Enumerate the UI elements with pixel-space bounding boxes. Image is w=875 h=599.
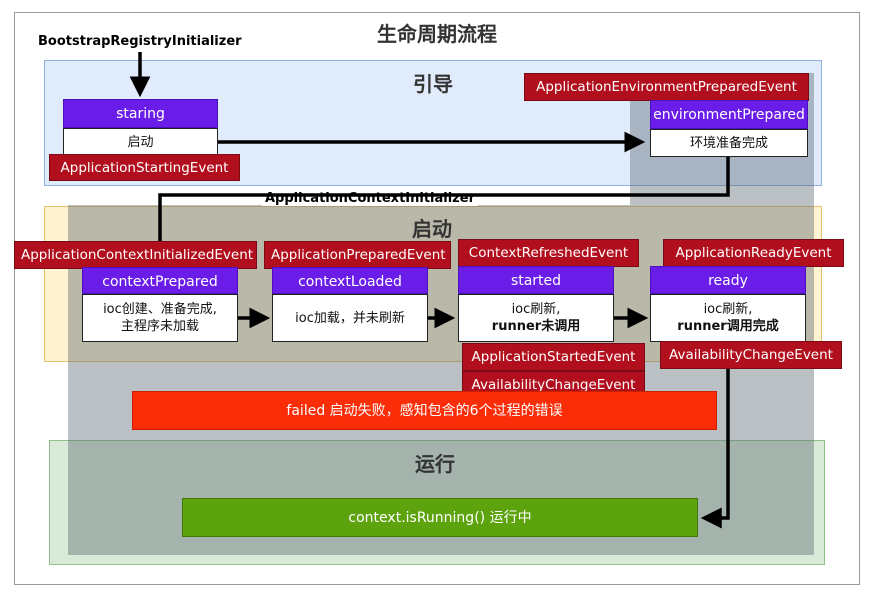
failed-bar: failed 启动失败，感知包含的6个过程的错误: [132, 391, 717, 430]
event-environment-prepared: ApplicationEnvironmentPreparedEvent: [524, 73, 809, 101]
stage-ready-line1: ioc刷新,: [703, 302, 753, 317]
stage-context-loaded-body: ioc加载，并未刷新: [272, 294, 428, 342]
section-title-run: 运行: [415, 452, 455, 476]
stage-environment-body: 环境准备完成: [650, 129, 808, 157]
event-application-starting: ApplicationStartingEvent: [49, 154, 240, 181]
stage-staring-text: 启动: [127, 134, 154, 150]
event-application-ready: ApplicationReadyEvent: [663, 239, 844, 267]
page-title: 生命周期流程: [377, 22, 497, 46]
stage-started-line2: runner未调用: [491, 319, 581, 334]
event-availability-ready: AvailabilityChangeEvent: [660, 341, 842, 369]
section-title-bootstrap: 引导: [413, 72, 453, 96]
stage-staring-header: staring: [63, 99, 218, 128]
bootstrap-initializer-label: BootstrapRegistryInitializer: [38, 34, 242, 49]
stage-context-loaded-text: ioc加载，并未刷新: [295, 310, 405, 326]
event-context-refreshed: ContextRefreshedEvent: [458, 239, 639, 267]
stage-ready-line2: runner调用完成: [677, 319, 779, 334]
stage-started-header: started: [458, 266, 614, 294]
stage-ready-header: ready: [650, 266, 806, 294]
event-application-started: ApplicationStartedEvent: [462, 343, 645, 371]
stage-environment-header: environmentPrepared: [650, 100, 808, 129]
stage-context-loaded-header: contextLoaded: [272, 267, 428, 294]
connector-environment-to-context: [158, 155, 730, 248]
stage-started-line1: ioc刷新,: [511, 302, 561, 317]
stage-context-prepared-header: contextPrepared: [82, 267, 238, 294]
event-context-initialized: ApplicationContextInitializedEvent: [14, 241, 257, 269]
event-application-prepared: ApplicationPreparedEvent: [264, 241, 451, 269]
section-title-startup: 启动: [412, 217, 452, 241]
stage-context-prepared-line2: 主程序未加载: [120, 319, 199, 334]
arrow-ready-to-running: [700, 335, 730, 529]
running-bar: context.isRunning() 运行中: [182, 498, 698, 537]
stage-environment-text: 环境准备完成: [689, 135, 768, 151]
stage-ready-body: ioc刷新, runner调用完成: [650, 294, 806, 342]
stage-context-prepared-body: ioc创建、准备完成, 主程序未加载: [82, 294, 238, 342]
stage-staring-body: 启动: [63, 128, 218, 156]
stage-context-prepared-line1: ioc创建、准备完成,: [103, 302, 217, 317]
stage-started-body: ioc刷新, runner未调用: [458, 294, 614, 342]
